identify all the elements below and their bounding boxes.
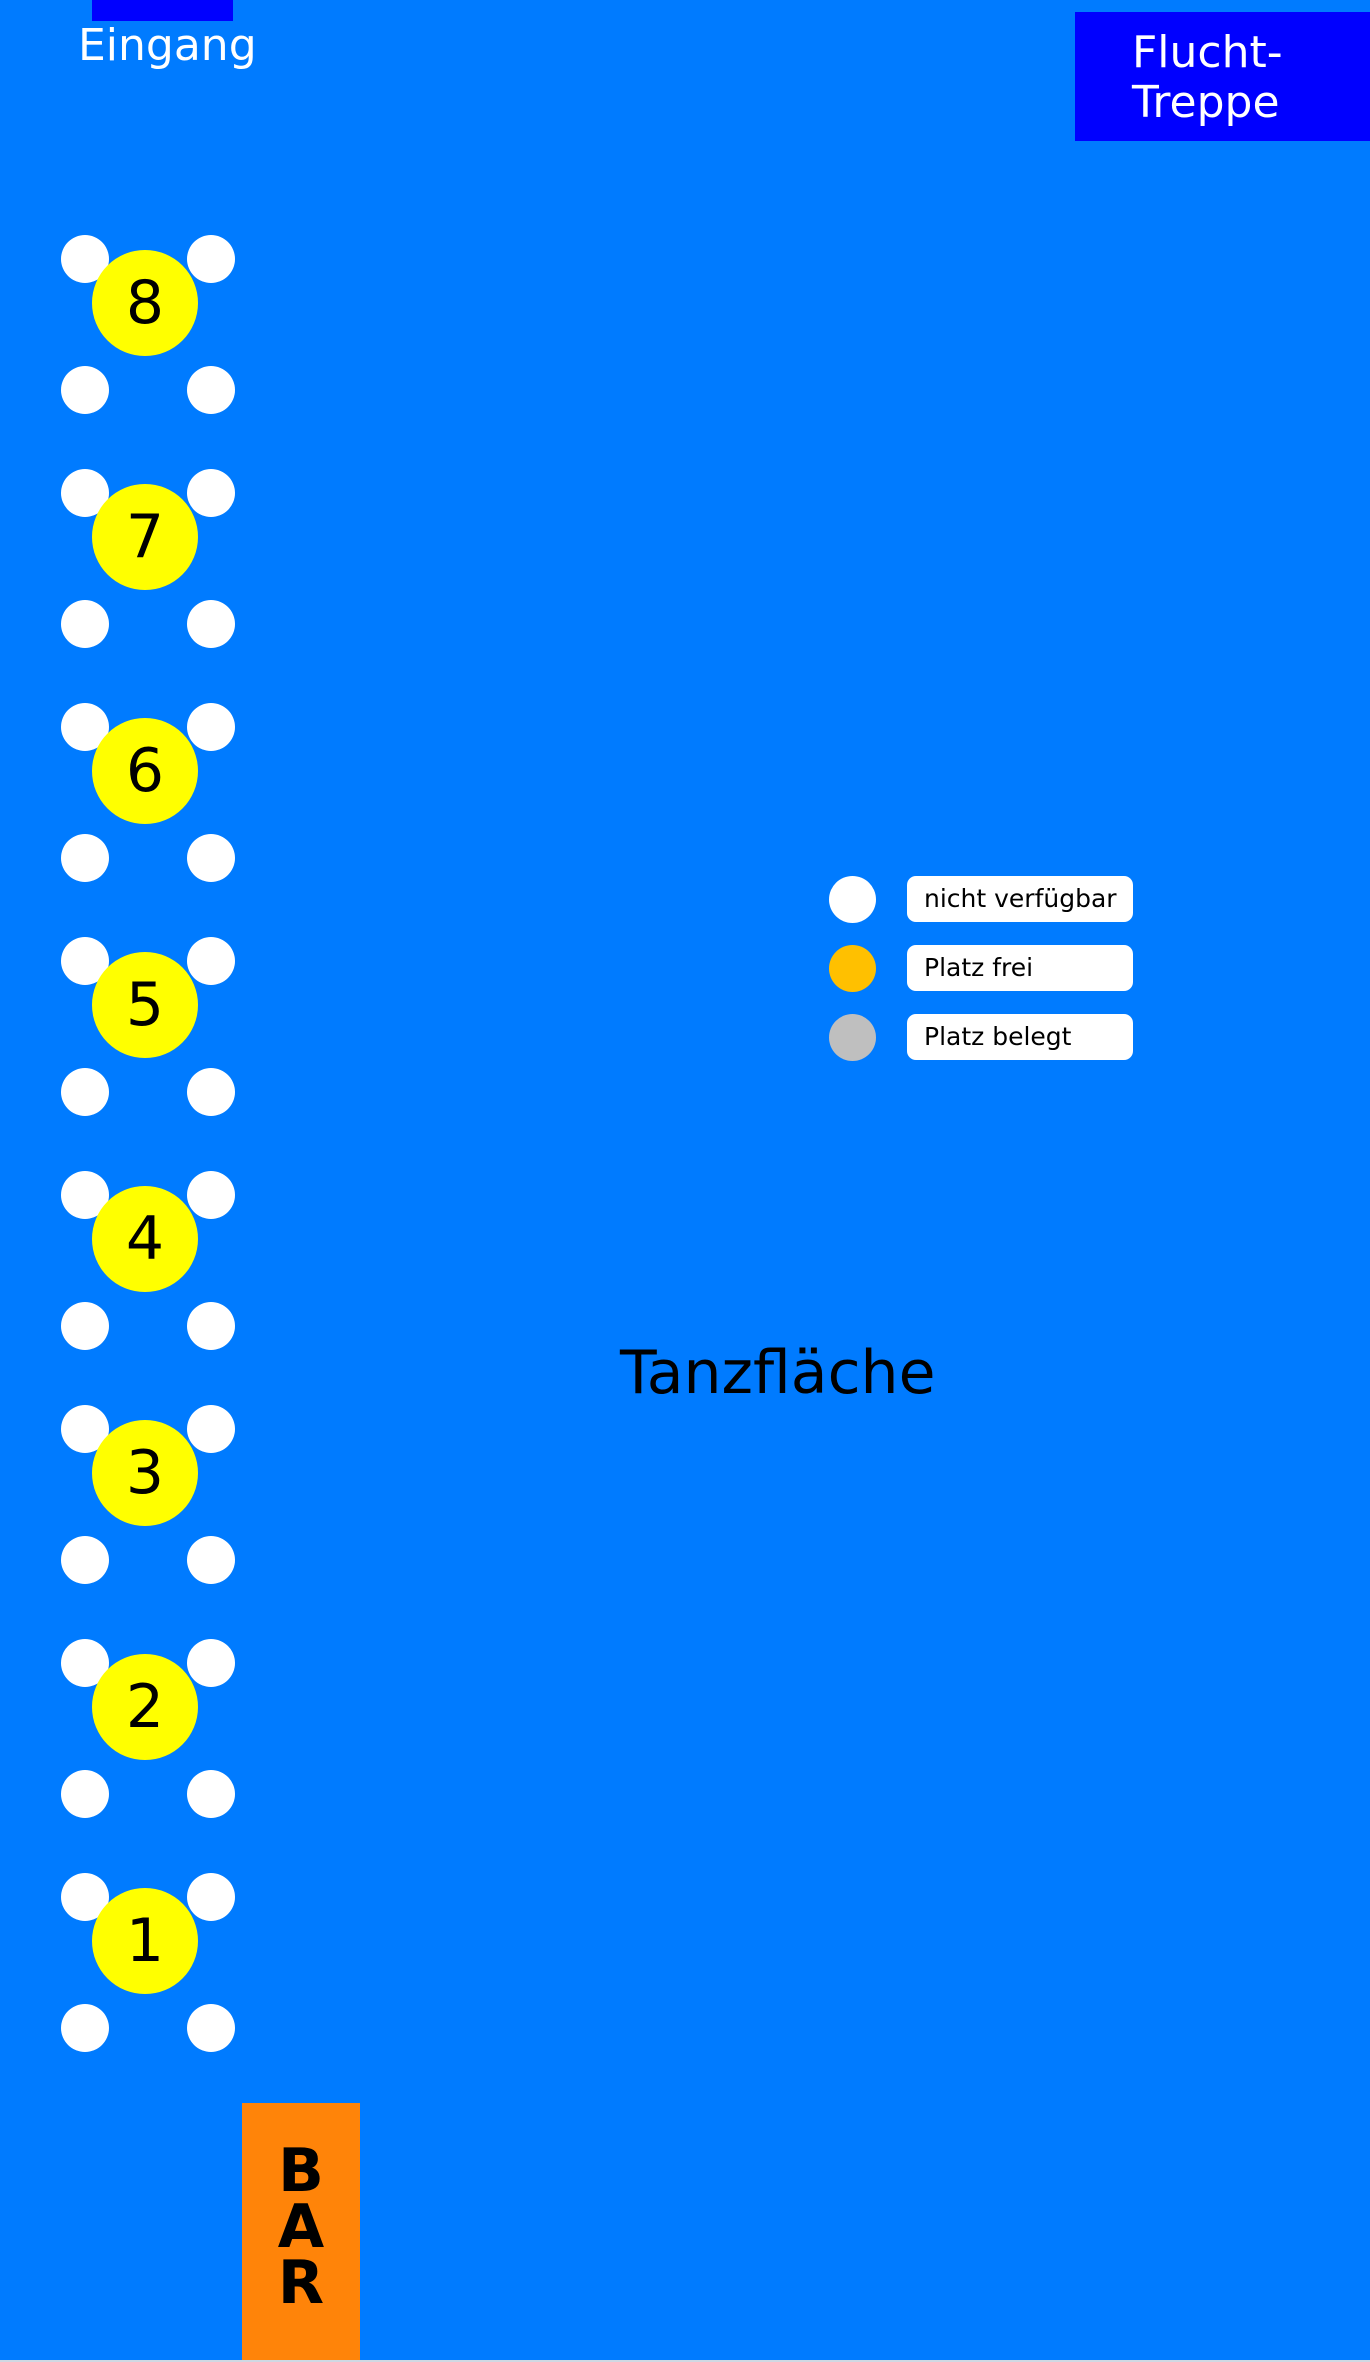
entrance-door — [92, 0, 233, 21]
seat-unavailable[interactable] — [61, 1068, 109, 1116]
legend-dot-free — [829, 945, 876, 992]
seat-unavailable[interactable] — [187, 1639, 235, 1687]
seat-unavailable[interactable] — [61, 366, 109, 414]
bar-counter: B A R — [242, 2103, 360, 2360]
entrance-label: Eingang — [78, 20, 257, 71]
dance-floor-label: Tanzfläche — [620, 1338, 936, 1408]
seat-unavailable[interactable] — [187, 1068, 235, 1116]
seat-unavailable[interactable] — [61, 2004, 109, 2052]
seat-unavailable[interactable] — [61, 600, 109, 648]
table-3[interactable]: 3 — [92, 1420, 198, 1526]
table-8[interactable]: 8 — [92, 250, 198, 356]
legend-label-free: Platz frei — [907, 945, 1133, 991]
seat-unavailable[interactable] — [187, 937, 235, 985]
table-6[interactable]: 6 — [92, 718, 198, 824]
table-1[interactable]: 1 — [92, 1888, 198, 1994]
bar-letter-b: B — [278, 2136, 324, 2206]
legend-label-unavailable: nicht verfügbar — [907, 876, 1133, 922]
bottom-edge — [0, 2360, 1370, 2362]
seat-unavailable[interactable] — [187, 834, 235, 882]
seat-unavailable[interactable] — [61, 834, 109, 882]
legend-dot-unavailable — [829, 876, 876, 923]
seat-unavailable[interactable] — [187, 235, 235, 283]
emergency-stairs: Flucht- Treppe — [1075, 12, 1370, 141]
table-7[interactable]: 7 — [92, 484, 198, 590]
seat-unavailable[interactable] — [187, 600, 235, 648]
stairs-label-line-2: Treppe — [1132, 77, 1280, 128]
legend-dot-occupied — [829, 1014, 876, 1061]
seat-unavailable[interactable] — [61, 1770, 109, 1818]
table-2[interactable]: 2 — [92, 1654, 198, 1760]
seat-unavailable[interactable] — [187, 1302, 235, 1350]
seat-unavailable[interactable] — [187, 1873, 235, 1921]
stairs-label-line-1: Flucht- — [1132, 27, 1283, 78]
seat-unavailable[interactable] — [187, 1405, 235, 1453]
table-4[interactable]: 4 — [92, 1186, 198, 1292]
seat-unavailable[interactable] — [187, 1171, 235, 1219]
seat-unavailable[interactable] — [187, 469, 235, 517]
seat-unavailable[interactable] — [61, 1536, 109, 1584]
seat-unavailable[interactable] — [61, 1302, 109, 1350]
seat-unavailable[interactable] — [187, 1770, 235, 1818]
legend-label-occupied: Platz belegt — [907, 1014, 1133, 1060]
seat-unavailable[interactable] — [187, 703, 235, 751]
seat-unavailable[interactable] — [187, 366, 235, 414]
seat-unavailable[interactable] — [187, 1536, 235, 1584]
bar-letter-r: R — [277, 2248, 325, 2318]
table-5[interactable]: 5 — [92, 952, 198, 1058]
seat-unavailable[interactable] — [187, 2004, 235, 2052]
bar-letter-a: A — [277, 2192, 325, 2262]
